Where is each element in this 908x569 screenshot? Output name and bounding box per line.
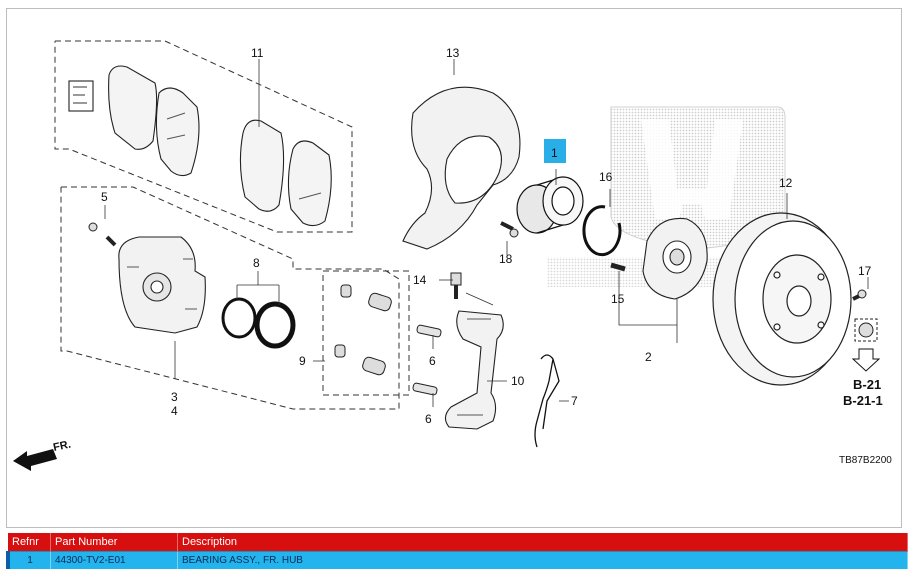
front-direction-label: FR. <box>52 439 72 454</box>
highlight-box <box>544 139 566 163</box>
nav-ref-b21-1[interactable]: B-21-1 <box>843 393 883 408</box>
callout-11[interactable]: 11 <box>251 46 264 60</box>
callout-10[interactable]: 10 <box>511 374 525 388</box>
front-direction-arrow-icon <box>13 449 57 471</box>
parts-table-header: Refnr Part Number Description <box>8 533 908 552</box>
pin-boot-kit-part-9[interactable] <box>334 284 393 376</box>
callout-5[interactable]: 5 <box>101 190 108 204</box>
brake-disc-part-12[interactable] <box>712 212 852 386</box>
row-part-number: 44300-TV2-E01 <box>50 551 178 569</box>
callout-1[interactable]: 1 <box>551 146 558 160</box>
section-arrow-icon <box>851 348 881 372</box>
callout-4[interactable]: 4 <box>171 404 178 418</box>
header-refnr[interactable]: Refnr <box>8 533 51 552</box>
table-row[interactable]: 1 44300-TV2-E01 BEARING ASSY., FR. HUB <box>6 551 908 569</box>
callout-7[interactable]: 7 <box>571 394 578 408</box>
callout-14[interactable]: 14 <box>413 273 427 287</box>
caliper-body-part-3[interactable] <box>118 236 206 334</box>
caliper-bracket-part-10[interactable] <box>444 310 504 430</box>
pad-spring-part-7[interactable] <box>534 354 560 448</box>
callout-17[interactable]: 17 <box>858 264 872 278</box>
callout-3[interactable]: 3 <box>171 390 178 404</box>
front-hub-part-2[interactable] <box>610 217 708 300</box>
parts-table: Refnr Part Number Description 1 44300-TV… <box>6 533 908 569</box>
hub-bearing-part-1[interactable] <box>516 176 584 234</box>
callout-12[interactable]: 12 <box>779 176 793 190</box>
header-part-number[interactable]: Part Number <box>50 533 178 552</box>
splash-guard-part-13[interactable] <box>402 86 521 250</box>
guide-pin-part-6[interactable] <box>412 324 442 396</box>
header-description[interactable]: Description <box>177 533 908 552</box>
snap-ring-part-16[interactable] <box>582 205 622 257</box>
callout-18[interactable]: 18 <box>499 252 513 266</box>
callout-6a[interactable]: 6 <box>429 354 436 368</box>
caliper-group-outline <box>60 186 400 410</box>
callout-8[interactable]: 8 <box>253 256 260 270</box>
parts-diagram-frame: 1 2 3 4 5 6 6 7 8 9 10 11 12 13 14 15 16… <box>6 8 902 528</box>
callout-13[interactable]: 13 <box>446 46 460 60</box>
nav-ref-b21[interactable]: B-21 <box>853 377 881 392</box>
brake-pad-part-11[interactable] <box>68 65 332 227</box>
callout-16[interactable]: 16 <box>599 170 613 184</box>
pads-group-outline <box>54 40 353 233</box>
disc-screw-part-17[interactable] <box>852 289 878 342</box>
callout-6b[interactable]: 6 <box>425 412 432 426</box>
piston-seal-part-8[interactable] <box>221 297 296 349</box>
wheel-stud-part-18[interactable] <box>500 221 519 238</box>
row-refnr: 1 <box>6 551 51 569</box>
parts-diagram: 1 2 3 4 5 6 6 7 8 9 10 11 12 13 14 15 16… <box>13 40 892 471</box>
bleeder-screw-part-5[interactable] <box>88 222 117 247</box>
pin-kit-group-outline <box>322 270 410 396</box>
callout-9[interactable]: 9 <box>299 354 306 368</box>
callout-15[interactable]: 15 <box>611 292 625 306</box>
leader-lines <box>104 59 869 407</box>
bracket-bolt-part-14[interactable] <box>450 272 462 299</box>
callout-2[interactable]: 2 <box>645 350 652 364</box>
diagram-code: TB87B2200 <box>839 455 892 466</box>
row-description: BEARING ASSY., FR. HUB <box>177 551 908 569</box>
